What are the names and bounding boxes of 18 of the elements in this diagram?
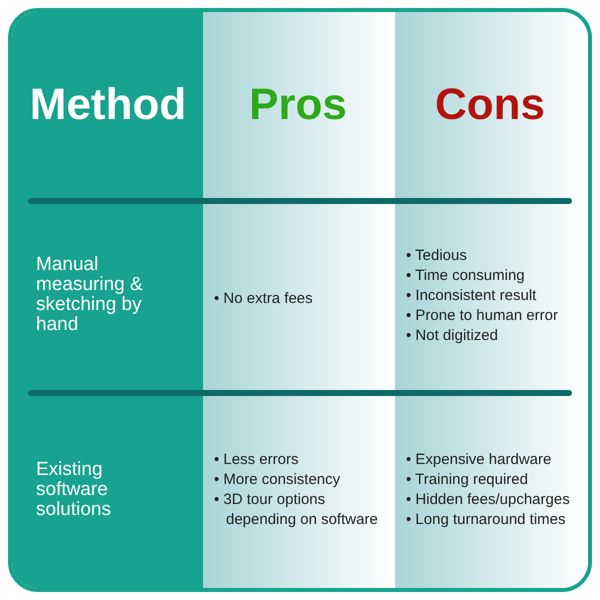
row-header: Manual measuring & sketching by hand [36,255,144,335]
column-header: Pros [248,80,348,130]
list-item: • Tedious [406,246,468,266]
list-item: • Time consuming [406,266,526,286]
list-item: • 3D tour options depending on software [214,490,379,530]
list-item: • Training required [406,470,529,490]
column-header: Cons [434,80,546,130]
list-item: • More consistency [214,470,342,490]
list-item: • Long turnaround times [406,510,567,530]
list-item: • Not digitized [406,326,499,346]
list-item: • Prone to human error [406,306,559,326]
list-item: • Expensive hardware [406,450,552,470]
row-header: Existing software solutions [36,460,112,520]
list-item: • Less errors [214,450,300,470]
list-item: • No extra fees [214,289,314,309]
list-item: • Inconsistent result [406,286,538,306]
list-item: • Hidden fees/upcharges [406,490,571,510]
column-header: Method [28,80,188,130]
